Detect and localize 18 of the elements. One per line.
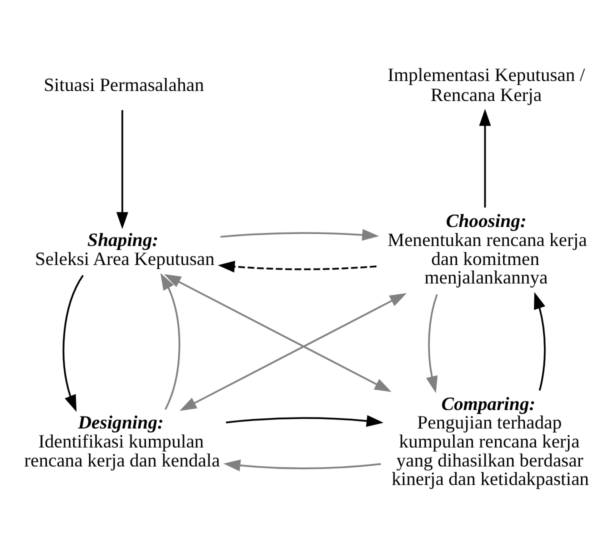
arrow: [226, 415, 384, 427]
arrow: [164, 274, 392, 392]
node-text: Implementasi Keputusan / Rencana Kerja: [388, 64, 585, 106]
node-text: Designing: Identifikasi kumpulan rencana kerja dan kendala: [24, 412, 220, 472]
node-text: Choosing: Menentukan rencana kerja dan komitmen menjalankannya: [388, 211, 587, 289]
arrow: [218, 260, 377, 273]
arrow: [116, 110, 128, 230]
arrow: [479, 108, 491, 208]
arrow: [220, 228, 380, 241]
arrow: [534, 292, 546, 391]
arrow: [160, 273, 180, 410]
arrow: [180, 293, 407, 411]
arrow: [62, 274, 84, 412]
arrow: [426, 294, 438, 394]
node-text: Situasi Permasalahan: [44, 74, 204, 96]
node-text: Shaping: Seleksi Area Keputusan: [34, 230, 215, 270]
arrow: [223, 460, 381, 472]
node-text: Comparing: Pengujian terhadap kumpulan rencana kerja yang dihasilkan berdasar kinerja dan ketidakpastian: [392, 394, 589, 490]
